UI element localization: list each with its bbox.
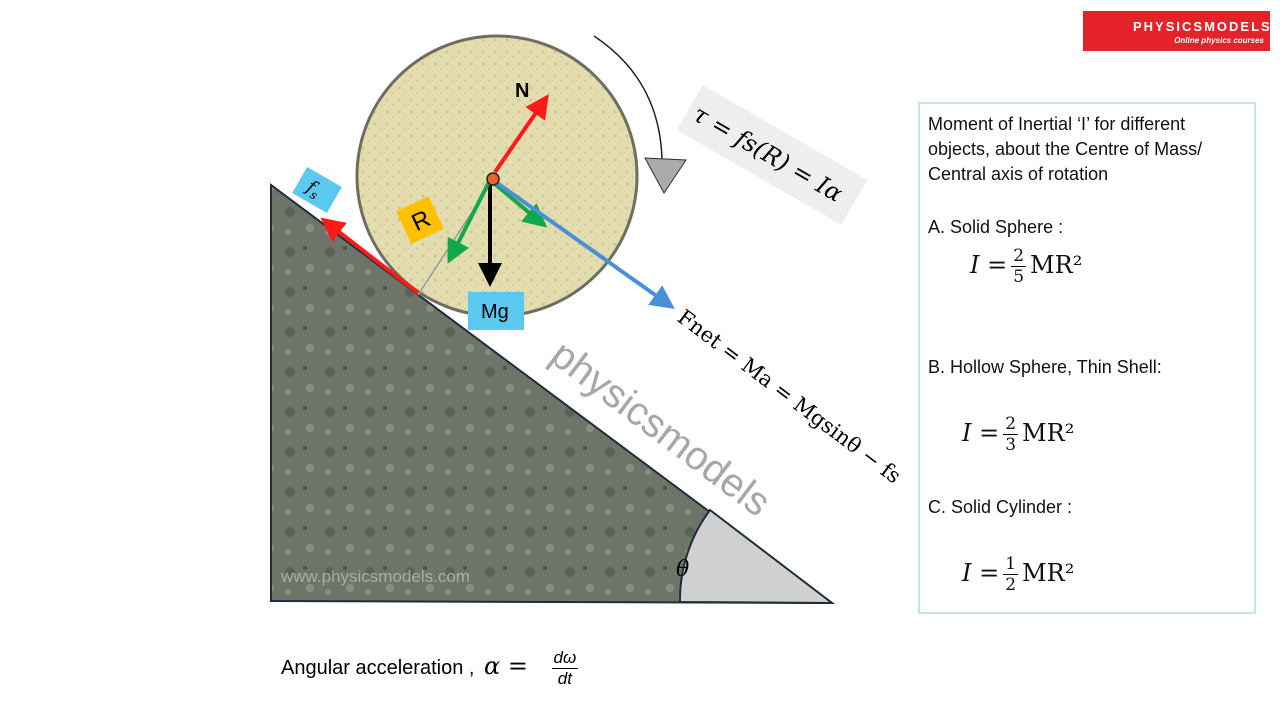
frac-den: dt [557, 669, 572, 688]
center-point [486, 172, 500, 186]
item-a-label: A. Solid Sphere : [928, 217, 1064, 237]
den: 5 [1013, 267, 1025, 287]
moment-of-inertia-panel: Moment of Inertial ‘I’ for different obj… [918, 102, 1256, 614]
frac-num: dω [551, 648, 579, 669]
rhs: MR² [1030, 251, 1083, 279]
panel-intro: Moment of Inertial ‘I’ for different obj… [928, 114, 1203, 184]
logo-tagline: Online physics courses [1174, 36, 1264, 45]
rhs: MR² [1022, 419, 1075, 447]
website-watermark: www.physicsmodels.com [280, 567, 470, 586]
den: 3 [1005, 435, 1017, 455]
weight-label: Mg [481, 301, 509, 323]
physicsmodels-logo[interactable]: PHYSICSMODELS Online physics courses [1083, 11, 1270, 51]
logo-name: PHYSICSMODELS [1133, 19, 1272, 34]
num: 2 [1011, 246, 1027, 267]
normal-label: N [515, 80, 529, 102]
num: 1 [1003, 554, 1019, 575]
friction-arrow[interactable] [320, 217, 420, 295]
torque-equation: τ = fs(R) = Iα [688, 100, 847, 208]
lhs: I = [962, 419, 1000, 447]
lhs: I = [962, 559, 1000, 587]
green-component-arrow-2[interactable] [488, 178, 548, 228]
net-force-arrow[interactable] [491, 178, 675, 309]
green-component-arrow[interactable] [447, 179, 492, 264]
den: 2 [1005, 575, 1017, 595]
normal-force-arrow[interactable] [493, 94, 549, 174]
item-c-label: C. Solid Cylinder : [928, 497, 1073, 517]
rotation-arrow [593, 35, 663, 161]
rhs: MR² [1022, 559, 1075, 587]
rotation-arrowhead [644, 157, 687, 194]
num: 2 [1003, 414, 1019, 435]
angular-acceleration-label: Angular acceleration , [281, 656, 475, 679]
angle-arc [678, 508, 835, 605]
lhs: I = [970, 251, 1008, 279]
angle-label: θ [676, 557, 689, 582]
alpha-symbol: α = [484, 651, 528, 680]
item-b-label: B. Hollow Sphere, Thin Shell: [928, 357, 1162, 377]
